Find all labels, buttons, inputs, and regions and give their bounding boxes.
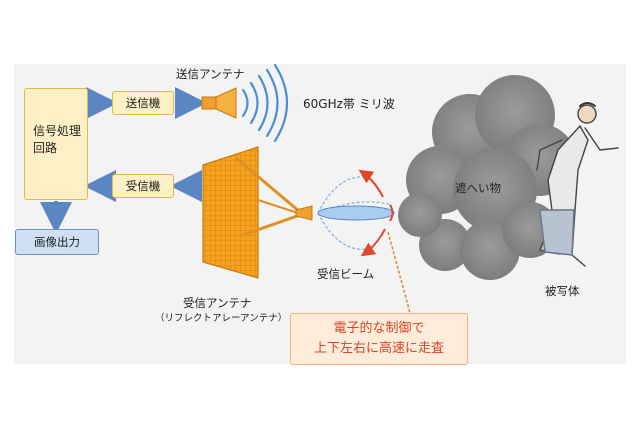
signal-processing-label-1: 信号処理	[33, 124, 82, 138]
band-label: 60GHz帯 ミリ波	[303, 97, 395, 111]
rx-beam-label: 受信ビーム	[317, 267, 375, 281]
scan-arrows-icon	[358, 169, 394, 257]
subject-label: 被写体	[545, 284, 580, 298]
radio-waves-icon	[241, 63, 289, 143]
person-subject-icon	[536, 102, 619, 267]
reflectarray-antenna-icon	[202, 146, 313, 279]
callout-line-2: 上下左右に高速に走査	[313, 341, 444, 356]
signal-processing-label-2: 回路	[33, 141, 58, 155]
tx-antenna-label: 送信アンテナ	[176, 67, 245, 81]
receive-beam-icon	[317, 176, 395, 250]
obstacle-label: 遮へい物	[455, 181, 501, 195]
transmitter-box: 送信機	[112, 91, 174, 115]
image-output-label: 画像出力	[34, 235, 80, 249]
receiver-box: 受信機	[112, 174, 174, 198]
rx-antenna-label: 受信アンテナ	[183, 296, 252, 310]
receiver-label: 受信機	[125, 179, 161, 193]
transmitter-label: 送信機	[125, 96, 161, 110]
signal-processing-box: 信号処理 回路	[24, 88, 88, 200]
scan-callout: 電子的な制御で 上下左右に高速に走査	[290, 313, 468, 365]
rx-antenna-sublabel: （リフレクトアレーアンテナ）	[155, 313, 288, 324]
image-output-box: 画像出力	[15, 229, 99, 255]
tx-horn-antenna-icon	[201, 87, 237, 119]
callout-pointer	[387, 231, 411, 314]
callout-line-1: 電子的な制御で	[333, 321, 425, 336]
